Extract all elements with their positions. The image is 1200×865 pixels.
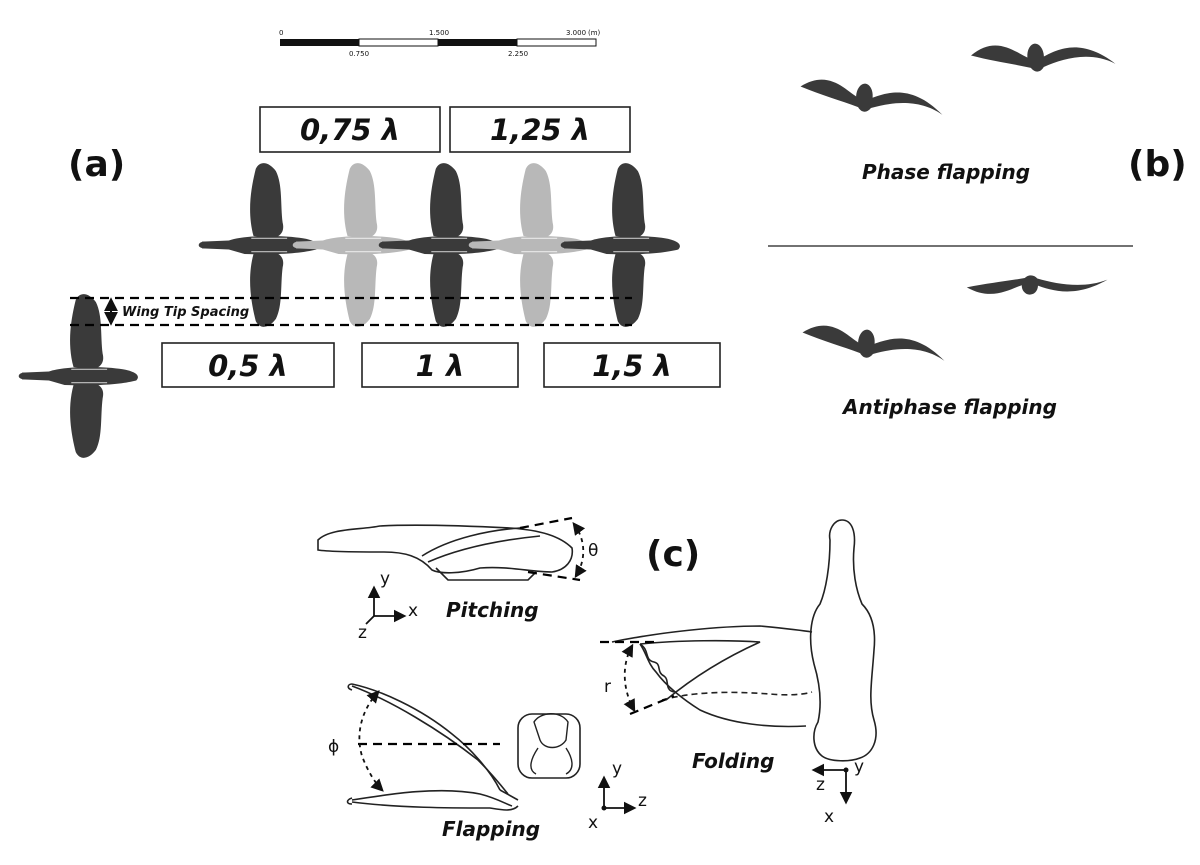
scale-tick-1500: 1.500: [429, 29, 449, 37]
spacing-label-0-5: 0,5 λ: [208, 349, 288, 383]
scale-tick-2250: 2.250: [508, 50, 528, 58]
bird-leader: [18, 293, 139, 459]
pitching-axis-x: x: [408, 601, 418, 621]
panel-label-a: (a): [68, 144, 125, 185]
pitching-label: Pitching: [446, 598, 539, 622]
scale-unit: (m): [588, 29, 601, 37]
flapping-axis-x: x: [588, 813, 598, 833]
pitching-angle: θ: [588, 541, 598, 561]
spacing-label-1-25: 1,25 λ: [490, 113, 590, 147]
antiphase-flapping-label: Antiphase flapping: [841, 395, 1057, 419]
folding-label: Folding: [692, 749, 774, 773]
flapping-label: Flapping: [442, 817, 540, 841]
folding-axis-z: z: [816, 775, 825, 795]
scale-seg-1: [280, 39, 359, 46]
spacing-label-0-75: 0,75 λ: [300, 113, 400, 147]
panel-label-c: (c): [646, 534, 700, 575]
panel-label-b: (b): [1128, 144, 1187, 185]
folding-axis-y: y: [854, 757, 864, 777]
spacing-box-1-25: [449, 106, 631, 153]
scale-tick-0750: 0.750: [349, 50, 369, 58]
scale-tick-0: 0: [279, 29, 283, 37]
flapping-diagram: ϕ y z x Flapping: [328, 683, 647, 841]
folding-diagram: r z y x Folding: [600, 519, 877, 827]
flapping-axis-y: y: [612, 759, 622, 779]
pitching-axis-y: y: [380, 569, 390, 589]
spacing-box-0-5: [161, 342, 335, 388]
spacing-box-1-5: [543, 342, 721, 388]
scale-tick-3000: 3.000: [566, 29, 586, 37]
spacing-label-1-5: 1,5 λ: [592, 349, 672, 383]
spacing-box-1: [361, 342, 519, 388]
scale-seg-3: [438, 39, 517, 46]
scale-bar: 0 1.500 3.000 (m) 0.750 2.250: [279, 29, 601, 58]
bird-antiphase-front: [801, 324, 947, 364]
flapping-angle: ϕ: [328, 737, 339, 757]
bird-dark-3: [560, 162, 681, 328]
spacing-label-1: 1 λ: [416, 349, 465, 383]
flapping-axis-z: z: [638, 791, 647, 811]
pitching-axis-z: z: [358, 623, 367, 643]
scale-seg-4: [516, 38, 597, 47]
bird-antiphase-rear: [966, 273, 1108, 298]
wingtip-label: Wing Tip Spacing: [122, 305, 249, 320]
bird-phase-front: [799, 78, 945, 118]
formation-row: [198, 162, 681, 328]
folding-angle: r: [604, 677, 611, 697]
phase-flapping-label: Phase flapping: [862, 160, 1030, 184]
folding-axis-x: x: [824, 807, 834, 827]
bird-phase-rear: [970, 37, 1116, 77]
spacing-box-0-75: [259, 106, 441, 153]
pitching-diagram: θ y x z Pitching: [317, 516, 598, 643]
scale-seg-2: [358, 38, 439, 47]
